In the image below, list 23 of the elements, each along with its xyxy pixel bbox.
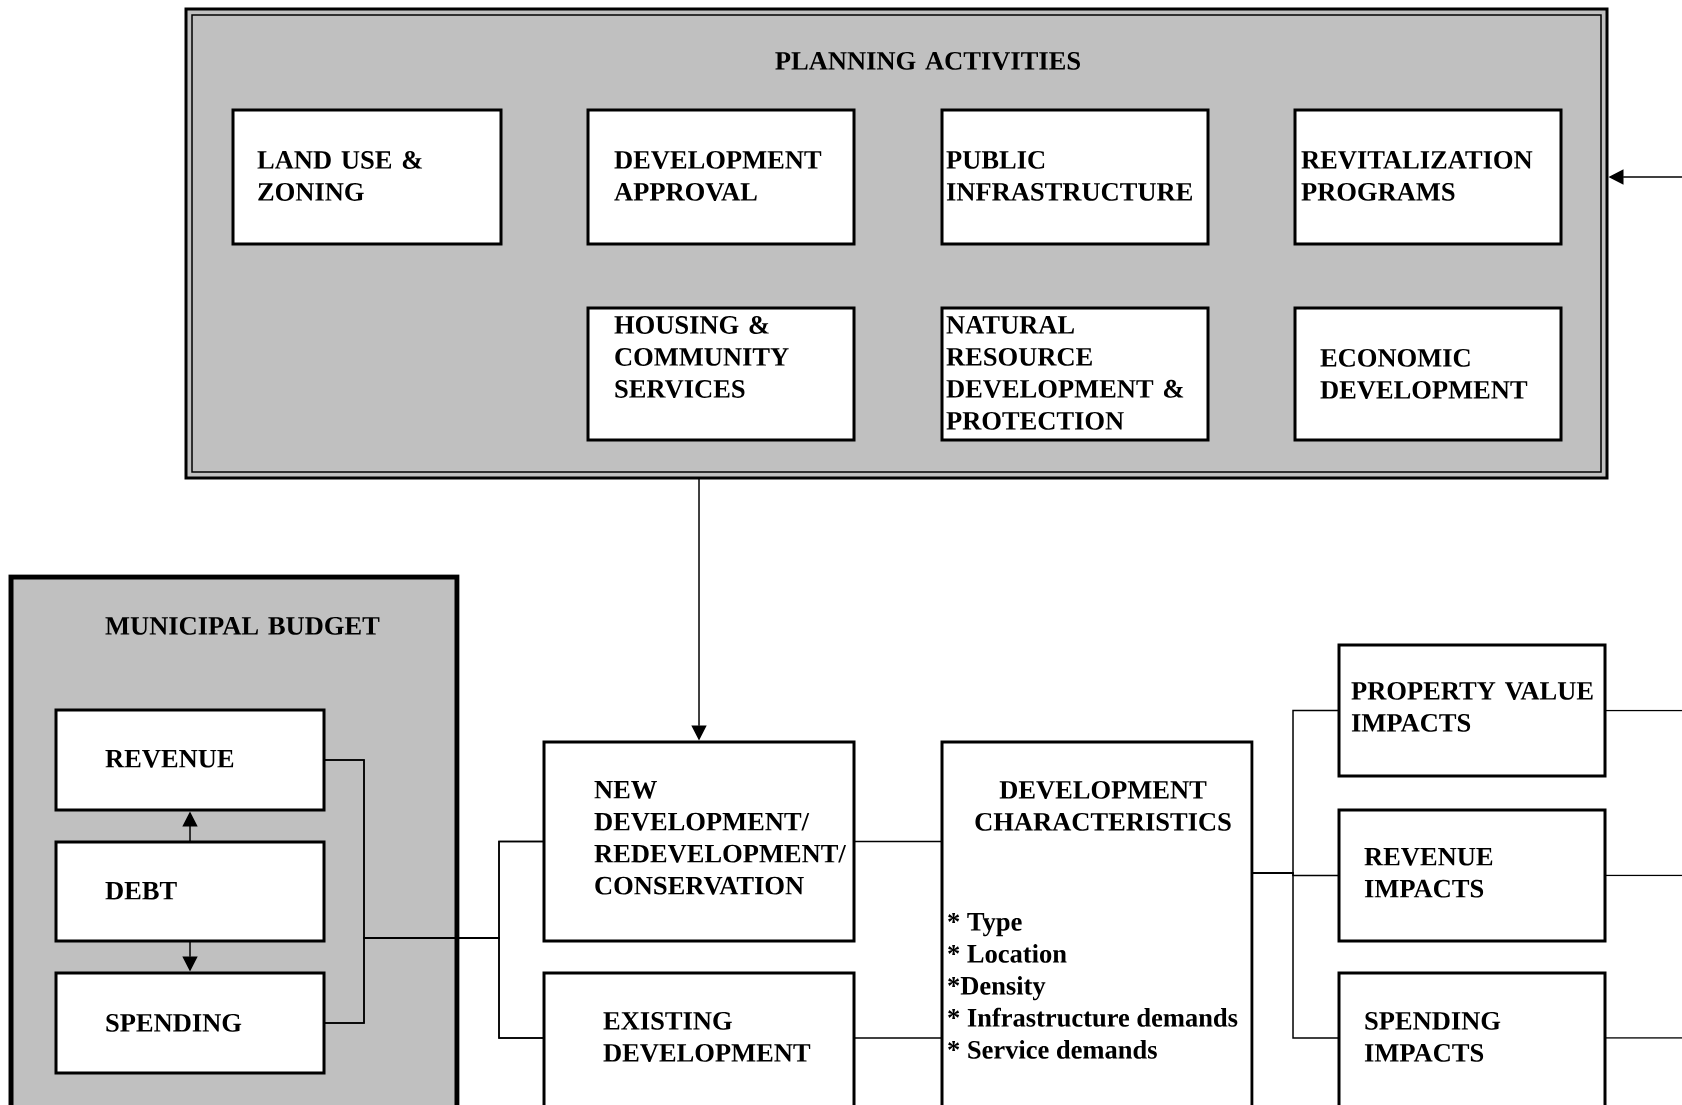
process-box: NATURAL RESOURCE DEVELOPMENT & PROTECTION [940,306,1210,442]
connector [853,840,943,843]
process-box: REVITALIZATION PROGRAMS [1293,108,1563,246]
process-box: ECONOMIC DEVELOPMENT [1293,306,1563,442]
process-box: PROPERTY VALUE IMPACTS [1337,643,1607,778]
connector [323,937,545,1039]
process-box: DEVELOPMENT APPROVAL [586,108,856,246]
process-box: LAND USE & ZONING [231,108,503,246]
connector [1604,1037,1682,1039]
process-box: NEW DEVELOPMENT/ REDEVELOPMENT/ CONSERVATION [542,740,856,943]
process-box: DEBT [54,840,326,943]
process-box: REVENUE [54,708,326,812]
process-box: HOUSING & COMMUNITY SERVICES [586,306,856,442]
connector [1604,709,1682,712]
process-box: EXISTING DEVELOPMENT [542,971,856,1105]
process-box: SPENDING [54,971,326,1075]
process-box: SPENDING IMPACTS [1337,971,1607,1105]
connector [1251,872,1340,1039]
connector [1604,874,1682,877]
process-box: DEVELOPMENT CHARACTERISTICS * Type * Location *Density * Infrastructure demands * Service demands [940,740,1254,1105]
process-box: REVENUE IMPACTS [1337,808,1607,943]
connector [853,1037,943,1039]
process-box: PUBLIC INFRASTRUCTURE [940,108,1210,246]
